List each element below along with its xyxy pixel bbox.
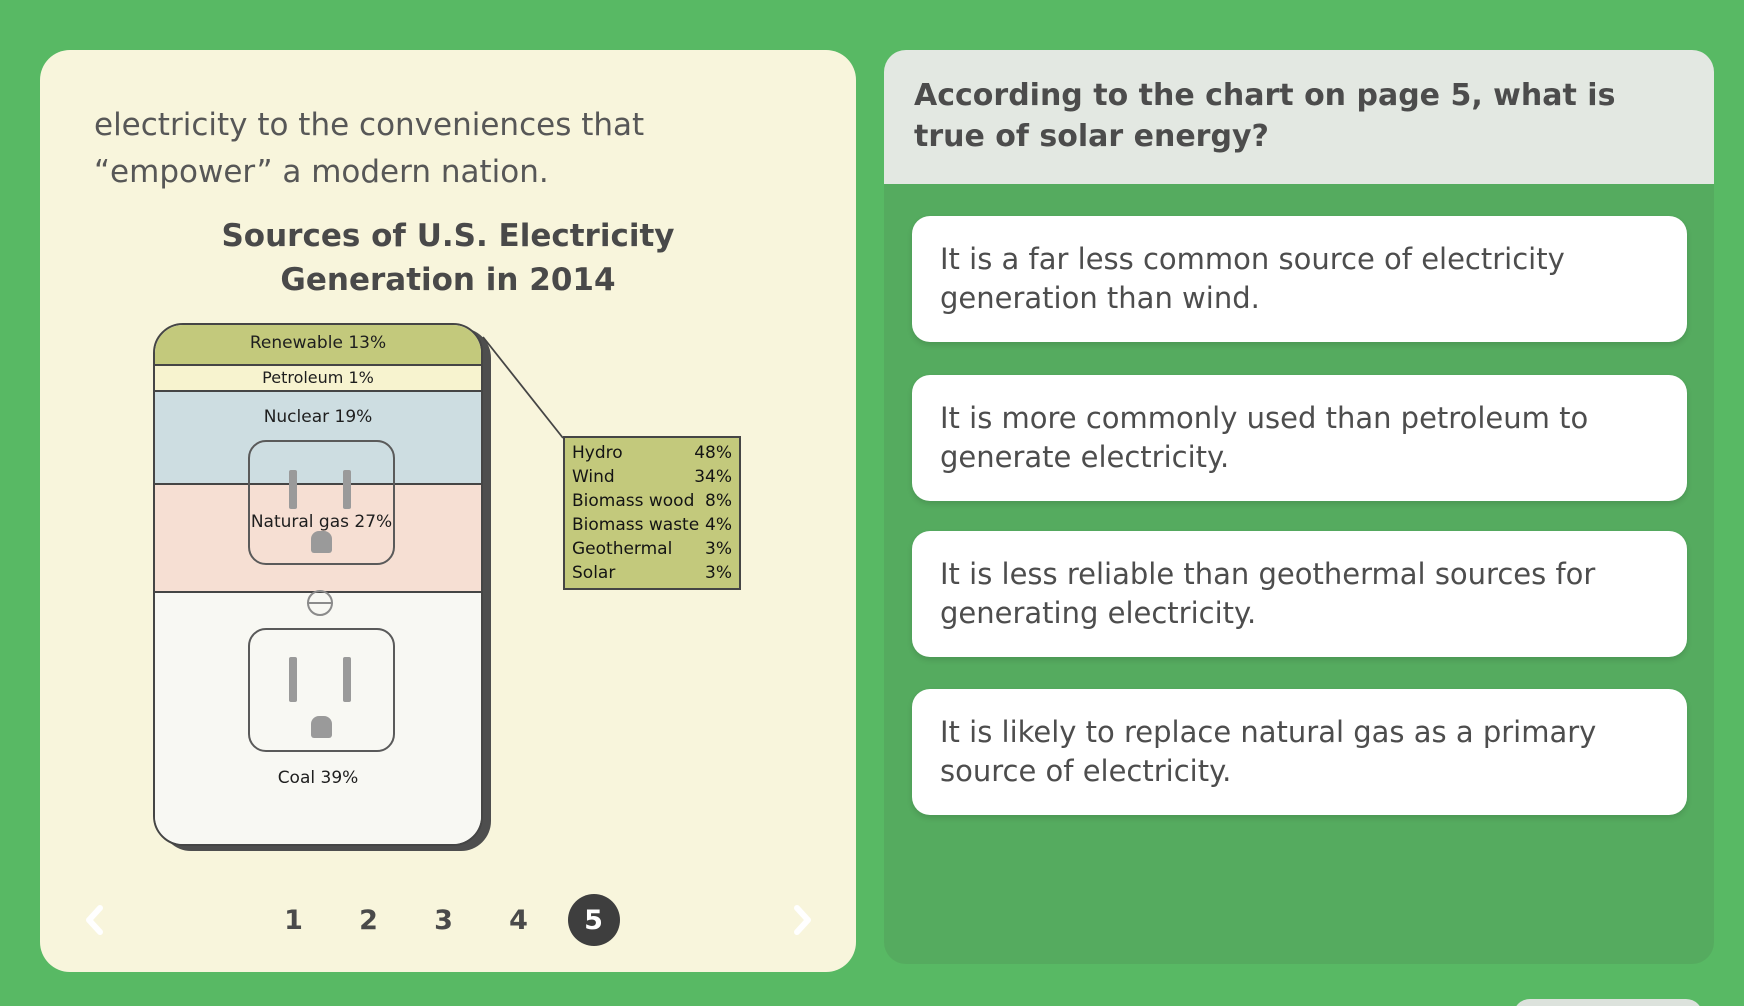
legend-name: Hydro xyxy=(572,443,623,463)
legend-row-solar: Solar 3% xyxy=(572,561,732,585)
band-label-coal: Coal 39% xyxy=(277,768,359,788)
legend-value: 4% xyxy=(705,515,732,535)
answer-option-1[interactable]: It is a far less common source of electr… xyxy=(912,216,1687,342)
screw-slot xyxy=(307,602,333,604)
answer-option-4[interactable]: It is likely to replace natural gas as a… xyxy=(912,689,1687,815)
chevron-right-icon xyxy=(794,905,811,935)
chart-title-line-2: Generation in 2014 xyxy=(280,262,616,298)
passage-line-1: electricity to the conveniences that xyxy=(94,107,645,143)
page-button-4[interactable]: 4 xyxy=(481,894,556,946)
band-label-natural-gas: Natural gas 27% xyxy=(250,512,393,532)
passage-text: electricity to the conveniences that “em… xyxy=(94,102,644,196)
legend-row-hydro: Hydro 48% xyxy=(572,441,732,465)
screw-icon xyxy=(307,590,333,616)
prev-page-button[interactable] xyxy=(69,894,121,946)
legend-name: Geothermal xyxy=(572,539,673,559)
legend-value: 8% xyxy=(705,491,732,511)
partial-element-bottom-right xyxy=(1513,999,1703,1006)
outlet-ground-icon xyxy=(311,531,332,553)
reading-panel: electricity to the conveniences that “em… xyxy=(40,50,856,972)
answer-option-2[interactable]: It is more commonly used than petroleum … xyxy=(912,375,1687,501)
legend-name: Solar xyxy=(572,563,616,583)
answer-option-3[interactable]: It is less reliable than geothermal sour… xyxy=(912,531,1687,657)
chart-title: Sources of U.S. Electricity Generation i… xyxy=(40,214,856,302)
legend-value: 34% xyxy=(694,467,732,487)
question-panel: According to the chart on page 5, what i… xyxy=(884,50,1714,964)
legend-name: Wind xyxy=(572,467,615,487)
chart-band-renewable: Renewable 13% xyxy=(155,325,481,364)
chart-band-petroleum: Petroleum 1% xyxy=(155,364,481,390)
legend-row-geothermal: Geothermal 3% xyxy=(572,537,732,561)
page-number-list: 1 2 3 4 5 xyxy=(256,894,631,946)
outlet-plate: Renewable 13% Petroleum 1% Nuclear 19% xyxy=(153,323,483,846)
passage-line-2: “empower” a modern nation. xyxy=(94,154,549,190)
legend-name: Biomass waste xyxy=(572,515,700,535)
renewables-breakdown-legend: Hydro 48% Wind 34% Biomass wood 8% Bioma… xyxy=(563,436,741,590)
chart-band-nuclear: Nuclear 19% xyxy=(155,390,481,483)
outlet-slot-icon xyxy=(289,470,297,509)
outlet-slot-icon xyxy=(289,657,297,702)
electricity-sources-chart: Renewable 13% Petroleum 1% Nuclear 19% N… xyxy=(153,323,483,846)
legend-name: Biomass wood xyxy=(572,491,695,511)
legend-row-wind: Wind 34% xyxy=(572,465,732,489)
outlet-socket-lower xyxy=(248,628,395,752)
page-button-3[interactable]: 3 xyxy=(406,894,481,946)
chevron-left-icon xyxy=(86,905,103,935)
legend-row-biomass-wood: Biomass wood 8% xyxy=(572,489,732,513)
question-header: According to the chart on page 5, what i… xyxy=(884,50,1714,184)
page-button-5-active[interactable]: 5 xyxy=(567,894,620,946)
question-text: According to the chart on page 5, what i… xyxy=(914,78,1616,154)
page-button-2[interactable]: 2 xyxy=(331,894,406,946)
legend-row-biomass-waste: Biomass waste 4% xyxy=(572,513,732,537)
legend-value: 3% xyxy=(705,539,732,559)
page-button-1[interactable]: 1 xyxy=(256,894,331,946)
next-page-button[interactable] xyxy=(776,894,828,946)
outlet-slot-icon xyxy=(343,657,351,702)
band-label-renewable: Renewable 13% xyxy=(249,333,387,353)
legend-value: 3% xyxy=(705,563,732,583)
band-label-nuclear: Nuclear 19% xyxy=(263,407,373,427)
outlet-slot-icon xyxy=(343,470,351,509)
outlet-ground-icon xyxy=(311,716,332,738)
band-label-petroleum: Petroleum 1% xyxy=(262,368,374,387)
chart-title-line-1: Sources of U.S. Electricity xyxy=(221,218,675,254)
outlet-socket-upper: Natural gas 27% xyxy=(248,440,395,565)
legend-value: 48% xyxy=(694,443,732,463)
